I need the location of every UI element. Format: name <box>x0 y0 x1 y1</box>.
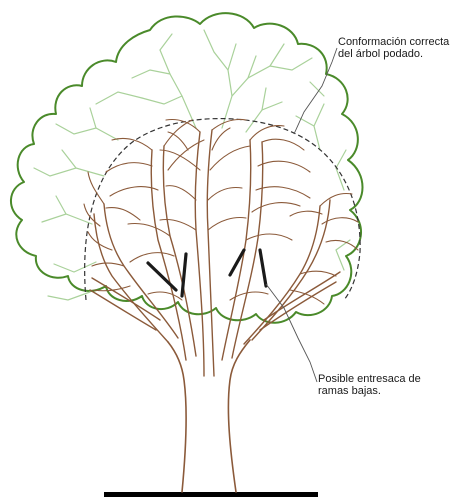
secondary-branches <box>84 119 358 304</box>
annotation-thinning-line2: ramas bajas. <box>318 385 421 397</box>
annotation-thinning-line1: Posible entresaca de <box>318 373 421 385</box>
ground-line <box>104 492 318 497</box>
annotation-pruned-shape-line2: del árbol podado. <box>338 48 449 60</box>
removed-crown-branches <box>34 30 350 300</box>
leader-pruned-shape <box>294 48 337 134</box>
annotation-thinning: Posible entresaca de ramas bajas. <box>318 373 421 397</box>
cut-mark <box>148 263 176 290</box>
annotation-pruned-shape: Conformación correcta del árbol podado. <box>338 36 449 60</box>
cut-mark <box>260 250 266 286</box>
annotation-leaders <box>266 48 337 382</box>
annotation-pruned-shape-line1: Conformación correcta <box>338 36 449 48</box>
tree-trunk <box>168 340 250 492</box>
cut-mark <box>182 254 186 296</box>
